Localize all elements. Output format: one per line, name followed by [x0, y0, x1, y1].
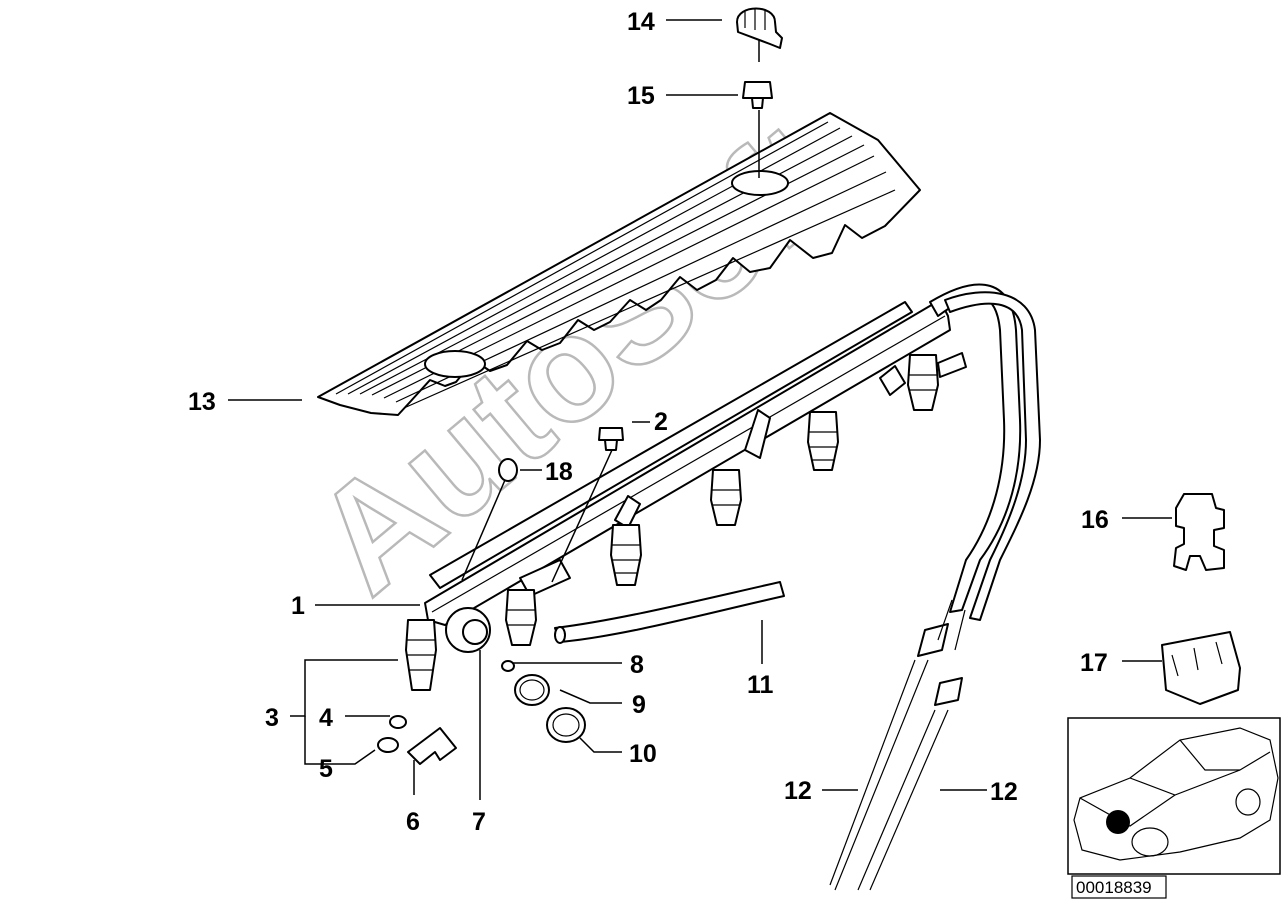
leader-lines	[228, 19, 1172, 800]
pressure-regulator[interactable]	[445, 607, 491, 653]
fuel-lines[interactable]	[829, 283, 1041, 891]
callout-4: 4	[319, 704, 333, 732]
oil-filler-cap[interactable]	[736, 7, 783, 49]
cover-bolt[interactable]	[742, 81, 773, 109]
retaining-clip-6[interactable]	[407, 727, 457, 765]
callout-11: 11	[747, 671, 774, 699]
o-ring-10[interactable]	[546, 707, 586, 743]
o-ring-9[interactable]	[514, 674, 550, 706]
callout-8: 8	[630, 651, 644, 679]
o-ring-8[interactable]	[501, 660, 515, 672]
callout-5: 5	[319, 755, 333, 783]
fuel-injectors[interactable]	[405, 352, 967, 691]
callout-17: 17	[1080, 649, 1108, 677]
line-clip-16[interactable]	[1173, 493, 1225, 571]
callout-9: 9	[632, 691, 646, 719]
callout-2: 2	[654, 408, 668, 436]
callout-18: 18	[545, 458, 573, 486]
callout-16: 16	[1081, 506, 1109, 534]
callout-3: 3	[265, 704, 279, 732]
rubber-grommet[interactable]	[498, 458, 518, 482]
callout-7: 7	[472, 808, 486, 836]
o-ring-4[interactable]	[389, 715, 407, 729]
locator-inset: 00018839	[1067, 717, 1281, 899]
callout-12-left: 12	[784, 777, 812, 805]
diagram-id: 00018839	[1076, 878, 1152, 897]
engine-cover[interactable]	[317, 112, 921, 416]
callout-10: 10	[629, 740, 657, 768]
callout-13: 13	[188, 388, 216, 416]
o-ring-5[interactable]	[377, 737, 399, 753]
callout-1: 1	[291, 592, 305, 620]
callout-14: 14	[627, 8, 655, 36]
callout-12-right: 12	[990, 778, 1018, 806]
locator-dot	[1106, 810, 1130, 834]
rail-bolt[interactable]	[598, 427, 624, 451]
fuel-rail[interactable]	[424, 299, 951, 626]
callout-labels: 14 15 13 2 18 1 3 4 5 6 7 8 9 10 11 12 1…	[188, 8, 1109, 836]
vacuum-hose[interactable]	[554, 581, 785, 644]
callout-6: 6	[406, 808, 420, 836]
line-clip-17[interactable]	[1161, 631, 1241, 705]
callout-15: 15	[627, 82, 655, 110]
